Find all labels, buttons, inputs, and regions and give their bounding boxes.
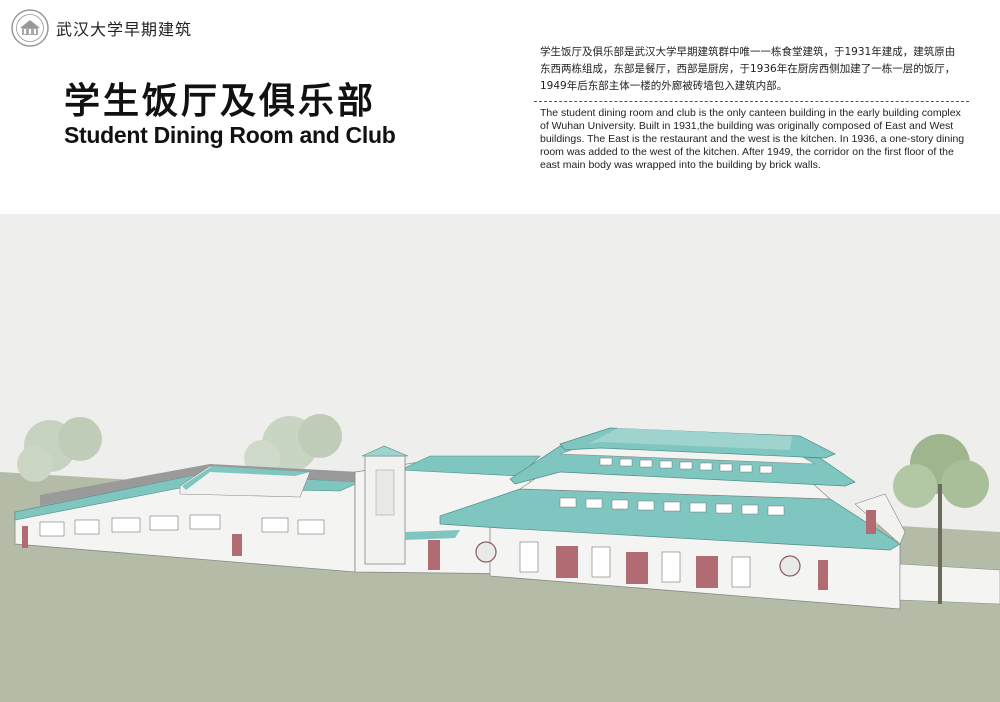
header-logo: 武汉大学早期建筑 xyxy=(10,8,192,48)
west-hall xyxy=(14,464,361,573)
page-title-en: Student Dining Room and Club xyxy=(64,122,396,148)
tree-right xyxy=(893,434,989,604)
tree-left xyxy=(17,414,342,482)
building-illustration xyxy=(0,214,1000,702)
university-seal-icon xyxy=(11,9,49,47)
main-east-building xyxy=(439,427,906,610)
header-title: 武汉大学早期建筑 xyxy=(56,20,193,39)
description-en: The student dining room and club is the … xyxy=(540,107,965,171)
description-cn: 学生饭厅及俱乐部是武汉大学早期建筑群中唯一一栋食堂建筑，于1931年建成，建筑原… xyxy=(540,46,956,92)
divider xyxy=(534,101,969,102)
description-block: 学生饭厅及俱乐部是武汉大学早期建筑群中唯一一栋食堂建筑，于1931年建成，建筑原… xyxy=(534,44,969,172)
page-title-cn: 学生饭厅及俱乐部 xyxy=(64,81,377,122)
